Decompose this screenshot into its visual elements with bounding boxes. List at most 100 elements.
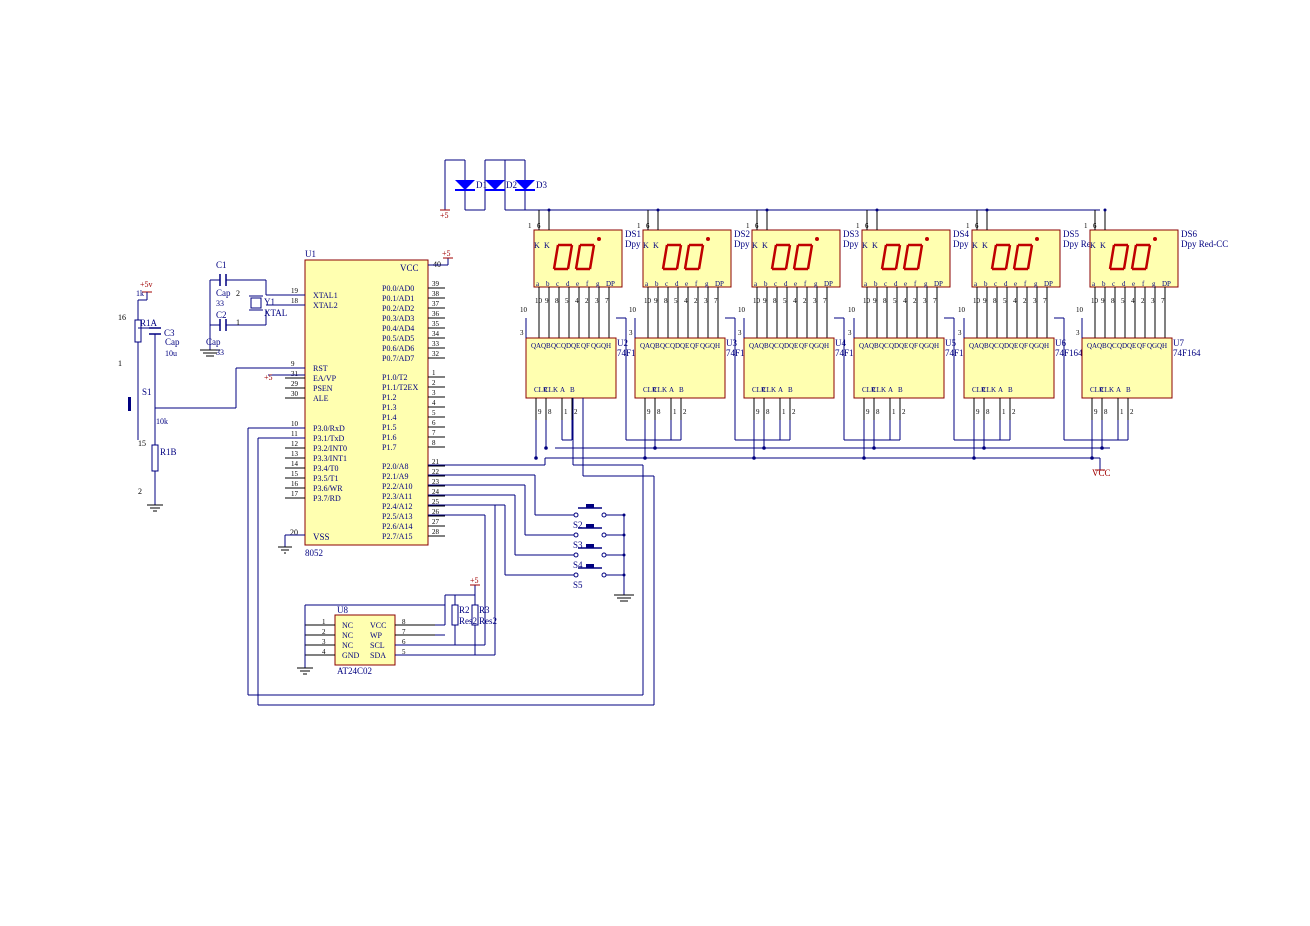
sr-pin-10: 10 <box>1076 306 1084 314</box>
segment-label: b <box>1102 280 1106 288</box>
segment-pin: 4 <box>575 297 579 305</box>
display-label: Dpy <box>953 239 969 249</box>
shift-register-body <box>963 337 1055 399</box>
mcu-pin-name: P0.1/AD1 <box>382 294 414 303</box>
segment-label: e <box>685 280 688 288</box>
mcu-pin-name: P1.2 <box>382 393 396 402</box>
mcu-pin-number: 26 <box>432 508 440 516</box>
sr-pin-10: 10 <box>520 306 528 314</box>
segment-label: c <box>1112 280 1115 288</box>
mcu-pin-number: 28 <box>432 528 440 536</box>
sr-input-label: B <box>570 386 575 394</box>
mcu-pin-number: 10 <box>291 420 299 428</box>
display-k-label: K <box>544 241 550 250</box>
segment-pin: 9 <box>654 297 658 305</box>
segment-pin: 10 <box>535 297 543 305</box>
r1a-pin1: 1 <box>118 359 122 368</box>
sr-output-label: QD <box>670 342 680 350</box>
sr-output-label: QB <box>979 342 989 350</box>
seven-seg-digit-icon <box>792 243 814 271</box>
sr-input-num: 2 <box>902 408 906 416</box>
sr-input-num: 2 <box>1012 408 1016 416</box>
mcu-pin-number: 7 <box>432 429 436 437</box>
segment-pin: 4 <box>684 297 688 305</box>
segment-label: g <box>705 280 709 288</box>
display-ref: DS3 <box>843 229 860 239</box>
sr-input-num: 9 <box>647 408 651 416</box>
mcu-power-wiring: +5 +5 <box>264 249 453 554</box>
sr-input-num: 9 <box>1094 408 1098 416</box>
segment-label: a <box>974 280 978 288</box>
mcu-pin-name: P0.6/AD6 <box>382 344 414 353</box>
display-k-label: K <box>762 241 768 250</box>
seven-seg-digit-icon <box>552 243 574 271</box>
mcu-pin-name: XTAL2 <box>313 301 338 310</box>
c1-value: Cap <box>216 288 231 298</box>
display-top-pin: 6 <box>755 222 759 230</box>
sr-output-label: QH <box>819 342 829 350</box>
display-k-label: K <box>534 241 540 250</box>
mcu-pin-number: 19 <box>291 287 299 295</box>
segment-pin: 3 <box>1151 297 1155 305</box>
segment-pin: 2 <box>913 297 917 305</box>
display-ref: DS4 <box>953 229 970 239</box>
switch-ref: S3 <box>573 540 583 550</box>
shift-register-ref: U4 <box>835 338 846 348</box>
sr-output-label: QF <box>1137 342 1146 350</box>
segment-label: d <box>894 280 898 288</box>
sr-output-label: QE <box>899 342 908 350</box>
segment-pin: 5 <box>1121 297 1125 305</box>
mcu-pin-name: ALE <box>313 394 329 403</box>
sr-output-label: QD <box>561 342 571 350</box>
mcu-pin-name: P1.3 <box>382 403 396 412</box>
switch-contact <box>573 572 579 578</box>
mcu-pin-name: P0.4/AD4 <box>382 324 414 333</box>
segment-pin: 2 <box>1141 297 1145 305</box>
led-d3-icon <box>515 180 535 190</box>
mcu-pin-name: P2.5/A13 <box>382 512 412 521</box>
seven-seg-digit-icon <box>1130 243 1152 271</box>
mcu-pin-number: 37 <box>432 300 440 308</box>
segment-pin: 8 <box>773 297 777 305</box>
switch-contact <box>601 512 607 518</box>
shift-register-part: 74F164 <box>835 348 863 358</box>
mcu-pin-number: 25 <box>432 498 440 506</box>
mcu-pin-name: P0.2/AD2 <box>382 304 414 313</box>
segment-pin: 5 <box>565 297 569 305</box>
mcu-pin-name: P3.1/TxD <box>313 434 345 443</box>
led-plus5: +5 <box>440 211 449 220</box>
eeprom-pin-name: SCL <box>370 641 385 650</box>
display-top-pin: 1 <box>528 222 532 230</box>
r1a-ref: R1A <box>140 318 158 328</box>
mcu-plus5-label: +5 <box>442 249 451 258</box>
sr-output-label: QG <box>809 342 819 350</box>
sr-input-num: 8 <box>766 408 770 416</box>
display-k-label: K <box>1100 241 1106 250</box>
sr-pin-3: 3 <box>629 329 633 337</box>
sr-output-label: QH <box>1039 342 1049 350</box>
mcu-pin-number: 17 <box>291 490 299 498</box>
segment-pin: 8 <box>883 297 887 305</box>
led-array: +5 D1 D2 D3 <box>440 159 1100 220</box>
ground-icon <box>278 546 292 554</box>
segment-label: b <box>546 280 550 288</box>
ground-icon <box>297 667 313 675</box>
eeprom-pin-name: NC <box>342 641 353 650</box>
eeprom-pin-number: 6 <box>402 638 406 646</box>
seven-seg-digit-icon <box>880 243 902 271</box>
r1a-pin16: 16 <box>118 313 126 322</box>
switch-contact <box>573 552 579 558</box>
display-label: Dpy Red-CC <box>1181 239 1228 249</box>
segment-pin: 2 <box>694 297 698 305</box>
sr-output-label: QA <box>531 342 541 350</box>
mcu-vss-pin: 20 <box>290 528 298 537</box>
junction-dot <box>985 208 989 212</box>
sr-input-label: CLK <box>982 386 996 394</box>
r2-value: Res2 <box>459 616 477 626</box>
d2-ref: D2 <box>506 180 517 190</box>
display-label: Dpy Re <box>1063 239 1091 249</box>
